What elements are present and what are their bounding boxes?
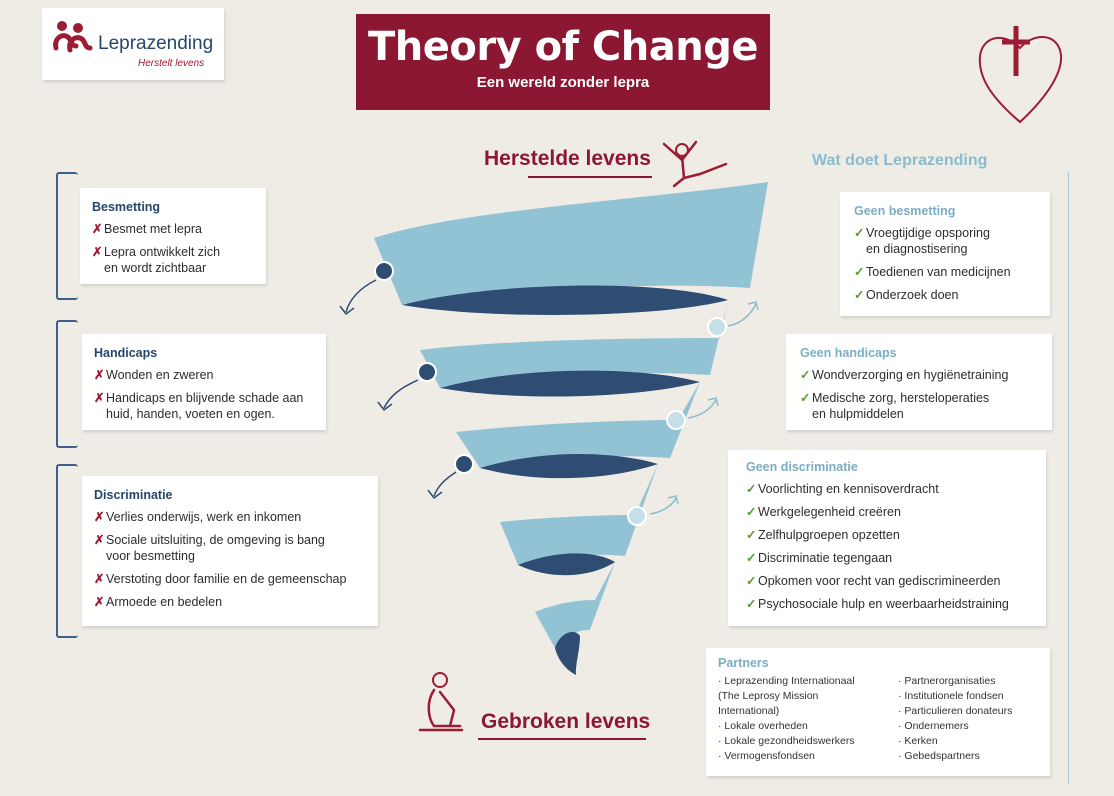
list-item: ✓Opkomen voor recht van gediscrimineerde… (746, 574, 1001, 588)
partners-column-1: · Leprazending Internationaal (The Lepro… (718, 674, 894, 764)
cross-icon: ✗ (92, 245, 103, 259)
card-discriminatie: Discriminatie ✗Verlies onderwijs, werk e… (82, 476, 378, 626)
list-item: ✗Verlies onderwijs, werk en inkomen (94, 510, 302, 524)
title-banner: Theory of Change Een wereld zonder lepra (356, 14, 770, 110)
list-item: ✓Werkgelegenheid creëren (746, 505, 901, 519)
card-title: Geen handicaps (800, 346, 897, 360)
logo-tagline: Herstelt levens (138, 58, 205, 69)
list-item: ✓Psychosociale hulp en weerbaarheidstrai… (746, 597, 1009, 611)
check-icon: ✓ (746, 505, 757, 519)
partner-item: · Particulieren donateurs (898, 705, 1013, 717)
underline-top (528, 176, 652, 178)
partner-item: · Institutionele fondsen (898, 690, 1004, 702)
partner-item: · Kerken (898, 735, 938, 747)
joyful-person-icon (662, 140, 728, 188)
check-icon: ✓ (746, 597, 757, 611)
card-partners: Partners · Leprazending Internationaal (… (706, 648, 1050, 776)
right-heading: Wat doet Leprazending (812, 152, 988, 169)
list-item: ✗Handicaps en blijvende schade aan huid,… (94, 391, 304, 421)
cross-icon: ✗ (94, 572, 105, 586)
card-title: Besmetting (92, 200, 161, 214)
label-herstelde-levens: Herstelde levens (484, 147, 651, 170)
partner-item: · Gebedspartners (898, 750, 980, 762)
logo: Leprazending Herstelt levens (42, 8, 224, 80)
list-item: ✓Wondverzorging en hygiënetraining (800, 368, 1009, 382)
card-title: Handicaps (94, 346, 158, 360)
cross-icon: ✗ (94, 510, 105, 524)
list-item: ✗Wonden en zweren (94, 368, 214, 382)
page-subtitle: Een wereld zonder lepra (476, 74, 650, 91)
bracket-handicaps (56, 320, 78, 448)
partner-item: · Lokale overheden (718, 720, 808, 732)
list-item: ✗Armoede en bedelen (94, 595, 223, 609)
check-icon: ✓ (800, 391, 811, 405)
list-item: ✓Toedienen van medicijnen (854, 265, 1011, 279)
bracket-besmetting (56, 172, 78, 300)
list-item: ✓Zelfhulpgroepen opzetten (746, 528, 900, 542)
list-item: ✓Discriminatie tegengaan (746, 551, 893, 565)
list-item: ✗Sociale uitsluiting, de omgeving is ban… (94, 533, 325, 563)
check-icon: ✓ (746, 528, 757, 542)
list-item: ✗Besmet met lepra (92, 222, 202, 236)
page-title: Theory of Change (368, 24, 758, 70)
label-gebroken-levens: Gebroken levens (481, 710, 651, 733)
bracket-right (1068, 172, 1069, 784)
list-item: ✗Lepra ontwikkelt zich en wordt zichtbaa… (92, 245, 221, 275)
list-item: ✓Medische zorg, hersteloperaties en hulp… (800, 391, 990, 421)
logo-name: Leprazending (98, 33, 214, 54)
card-title: Geen besmetting (854, 204, 956, 218)
check-icon: ✓ (746, 574, 757, 588)
card-besmetting: Besmetting ✗Besmet met lepra ✗Lepra ontw… (80, 188, 266, 284)
cross-icon: ✗ (94, 368, 105, 382)
card-title: Geen discriminatie (746, 460, 858, 474)
partner-item: · Lokale gezondheidswerkers (718, 735, 855, 747)
partners-column-2: · Partnerorganisaties · Institutionele f… (898, 674, 1044, 764)
card-geen-handicaps: Geen handicaps ✓Wondverzorging en hygiën… (786, 334, 1052, 430)
list-item: ✓Voorlichting en kennisoverdracht (746, 482, 939, 496)
partner-item: · Partnerorganisaties (898, 675, 996, 687)
check-icon: ✓ (854, 226, 865, 240)
card-title: Discriminatie (94, 488, 173, 502)
check-icon: ✓ (854, 265, 865, 279)
check-icon: ✓ (746, 551, 757, 565)
logo-figures-icon (53, 21, 93, 53)
sitting-person-icon (418, 672, 464, 732)
partner-item: · Leprazending Internationaal (The Lepro… (718, 675, 855, 717)
card-handicaps: Handicaps ✗Wonden en zweren ✗Handicaps e… (82, 334, 326, 430)
cross-icon: ✗ (94, 533, 105, 547)
connector-arrows (339, 261, 759, 526)
partners-title: Partners (718, 656, 769, 670)
cross-icon: ✗ (94, 391, 105, 405)
list-item: ✓Onderzoek doen (854, 288, 959, 302)
cross-icon: ✗ (92, 222, 103, 236)
cross-icon: ✗ (94, 595, 105, 609)
partner-item: · Vermogensfondsen (718, 750, 815, 762)
list-item: ✗Verstoting door familie en de gemeensch… (94, 572, 347, 586)
underline-bottom (478, 738, 646, 740)
check-icon: ✓ (854, 288, 865, 302)
list-item: ✓Vroegtijdige opsporing en diagnostiseri… (854, 226, 990, 256)
partner-item: · Ondernemers (898, 720, 969, 732)
check-icon: ✓ (800, 368, 811, 382)
heart-cross-icon (978, 26, 1063, 124)
card-geen-besmetting: Geen besmetting ✓Vroegtijdige opsporing … (840, 192, 1050, 316)
card-geen-discriminatie: Geen discriminatie ✓Voorlichting en kenn… (728, 450, 1046, 626)
bracket-discriminatie (56, 464, 78, 638)
funnel-spiral (374, 182, 768, 675)
check-icon: ✓ (746, 482, 757, 496)
